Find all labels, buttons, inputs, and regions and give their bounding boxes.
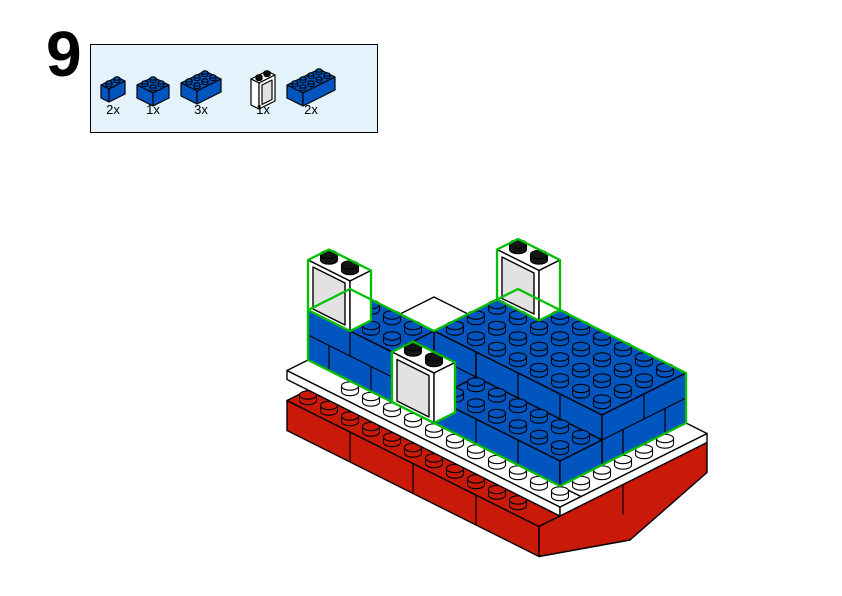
highlight-outline-top-window xyxy=(306,248,373,333)
window-1x2x2-icon xyxy=(250,70,276,110)
brick-2x2-icon xyxy=(136,76,170,107)
parts-callout-box: 2x 1x 3x 1x 2x xyxy=(90,44,378,133)
step-number: 9 xyxy=(46,18,82,90)
part-count-label: 2x xyxy=(106,102,120,117)
part-count-label: 1x xyxy=(256,102,270,117)
back-window xyxy=(496,238,561,322)
front-step xyxy=(433,376,603,487)
green-highlights xyxy=(306,237,688,488)
right-block-studs xyxy=(445,299,675,410)
part-count-label: 2x xyxy=(304,102,318,117)
brick-2x4-icon xyxy=(286,68,336,107)
part-count-label: 3x xyxy=(194,102,208,117)
parts-icons: 2x 1x 3x 1x 2x xyxy=(100,68,336,117)
brick-1x2-icon xyxy=(100,76,126,103)
part-count-label: 1x xyxy=(146,102,160,117)
brick-2x3-icon xyxy=(180,70,222,105)
top-window xyxy=(307,248,372,332)
highlight-outline-back-window xyxy=(495,237,562,322)
highlight-outline-middle-window xyxy=(390,340,457,425)
